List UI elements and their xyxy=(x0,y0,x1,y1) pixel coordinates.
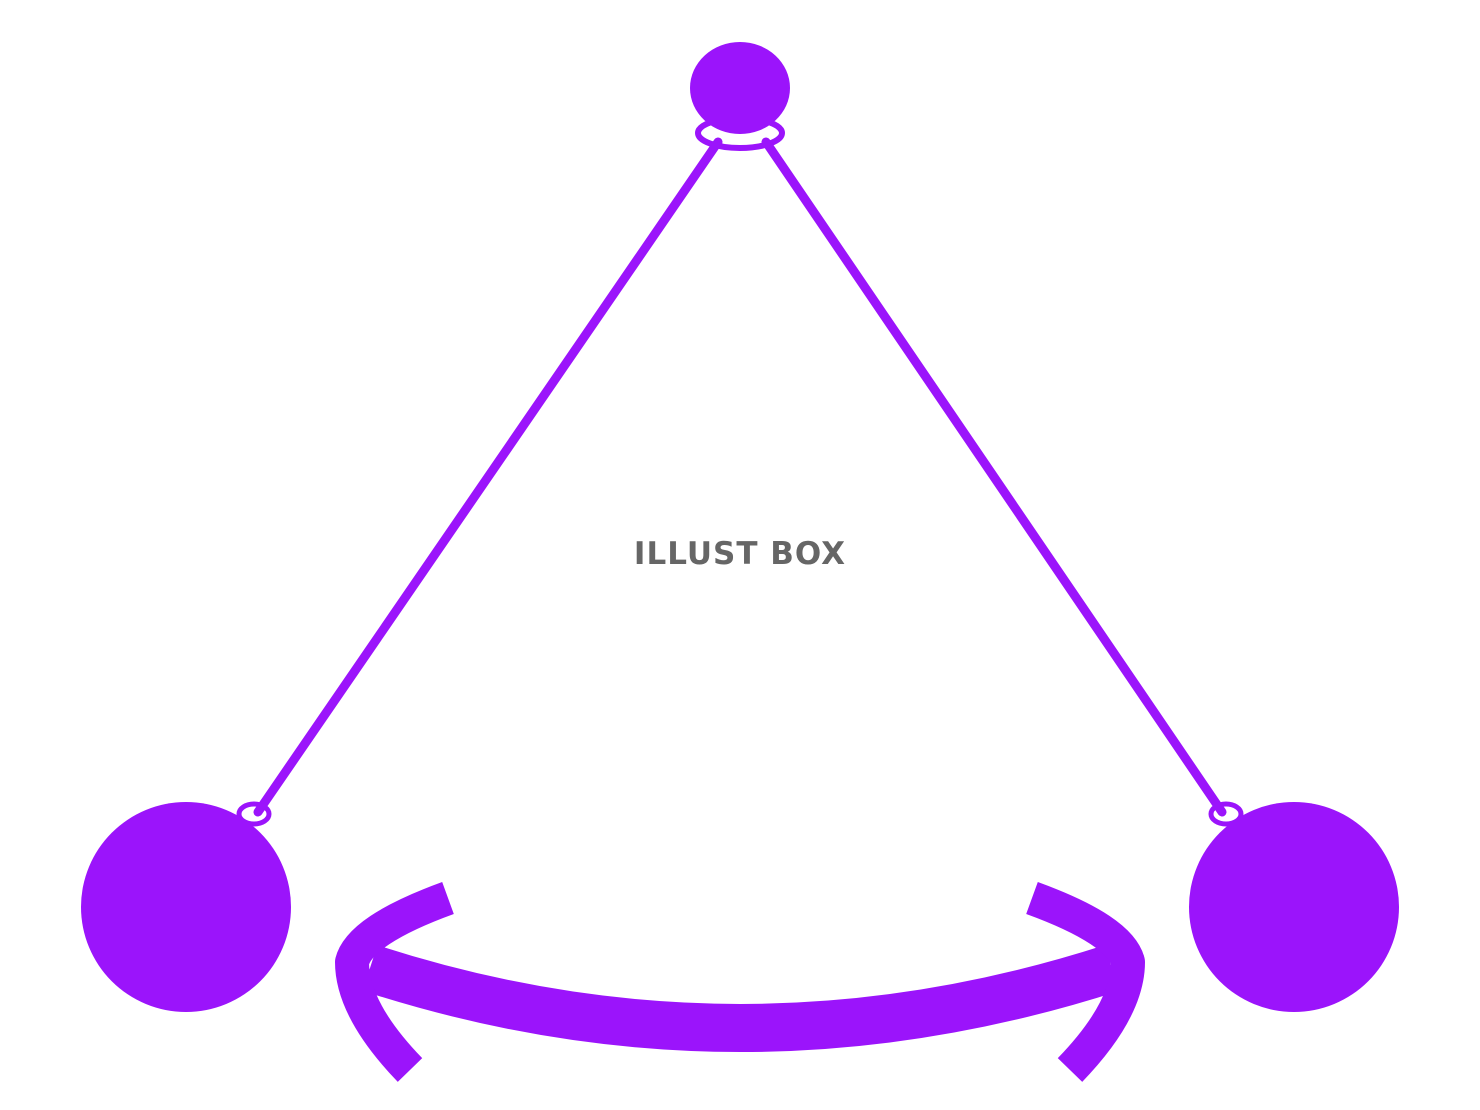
swing-arrow-icon xyxy=(335,882,1145,1082)
bob-left xyxy=(81,801,291,1012)
bob-right xyxy=(1189,801,1399,1012)
pivot xyxy=(690,42,790,151)
string-left xyxy=(253,137,723,817)
string-right xyxy=(761,137,1227,817)
watermark-text: ILLUST BOX xyxy=(633,536,847,572)
